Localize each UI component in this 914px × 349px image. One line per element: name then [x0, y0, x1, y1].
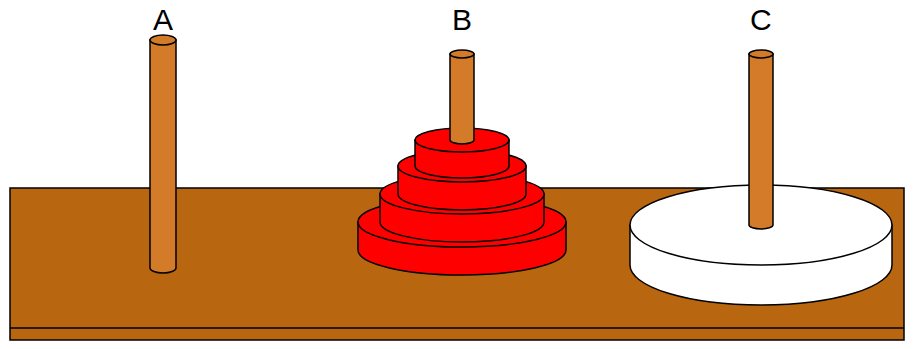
peg [450, 50, 474, 144]
peg [150, 35, 176, 273]
peg-label: A [153, 4, 173, 36]
peg [749, 50, 773, 229]
peg-label: B [452, 4, 472, 36]
board-edge [10, 327, 904, 329]
peg-label: C [750, 4, 772, 36]
